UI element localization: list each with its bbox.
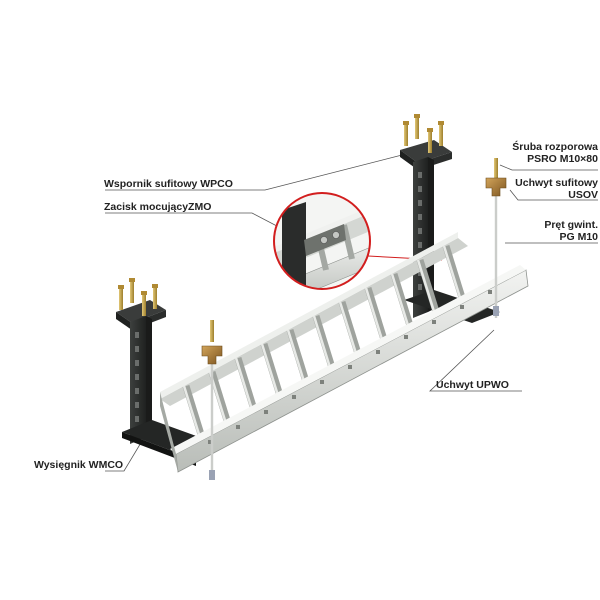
label-usov: Uchwyt sufitowy USOV [515,177,598,201]
label-psro-line1: Śruba rozporowa [512,141,598,153]
leader-zmo [105,212,297,237]
expansion-bolt-icon [403,114,444,153]
label-usov-line1: Uchwyt sufitowy [515,177,598,189]
ceiling-clamp-icon [485,158,507,197]
cable-ladder-icon [160,232,529,473]
leader-wmco [105,435,146,472]
label-psro-line2: PSRO M10×80 [527,153,598,165]
label-upwo: Uchwyt UPWO [436,379,509,391]
threaded-rod-icon [493,190,499,318]
leader-wpco [105,154,403,191]
label-pg-line2: PG M10 [559,231,598,243]
leader-lines [105,154,598,472]
expansion-bolt-icon [118,278,158,316]
label-zmo: Zacisk mocującyZMO [104,201,212,213]
label-wmco: Wysięgnik WMCO [34,459,124,471]
leader-upwo [429,329,522,392]
threaded-rod-icon [209,360,215,480]
label-pg: Pręt gwint. PG M10 [544,219,598,243]
label-pg-line1: Pręt gwint. [544,219,598,231]
ceiling-clamp-icon [201,320,223,365]
label-usov-line2: USOV [568,189,598,201]
leader-usov [509,189,598,201]
leader-psro [499,164,598,171]
label-wpco: Wspornik sufitowy WPCO [104,178,233,190]
label-psro: Śruba rozporowa PSRO M10×80 [512,141,598,165]
